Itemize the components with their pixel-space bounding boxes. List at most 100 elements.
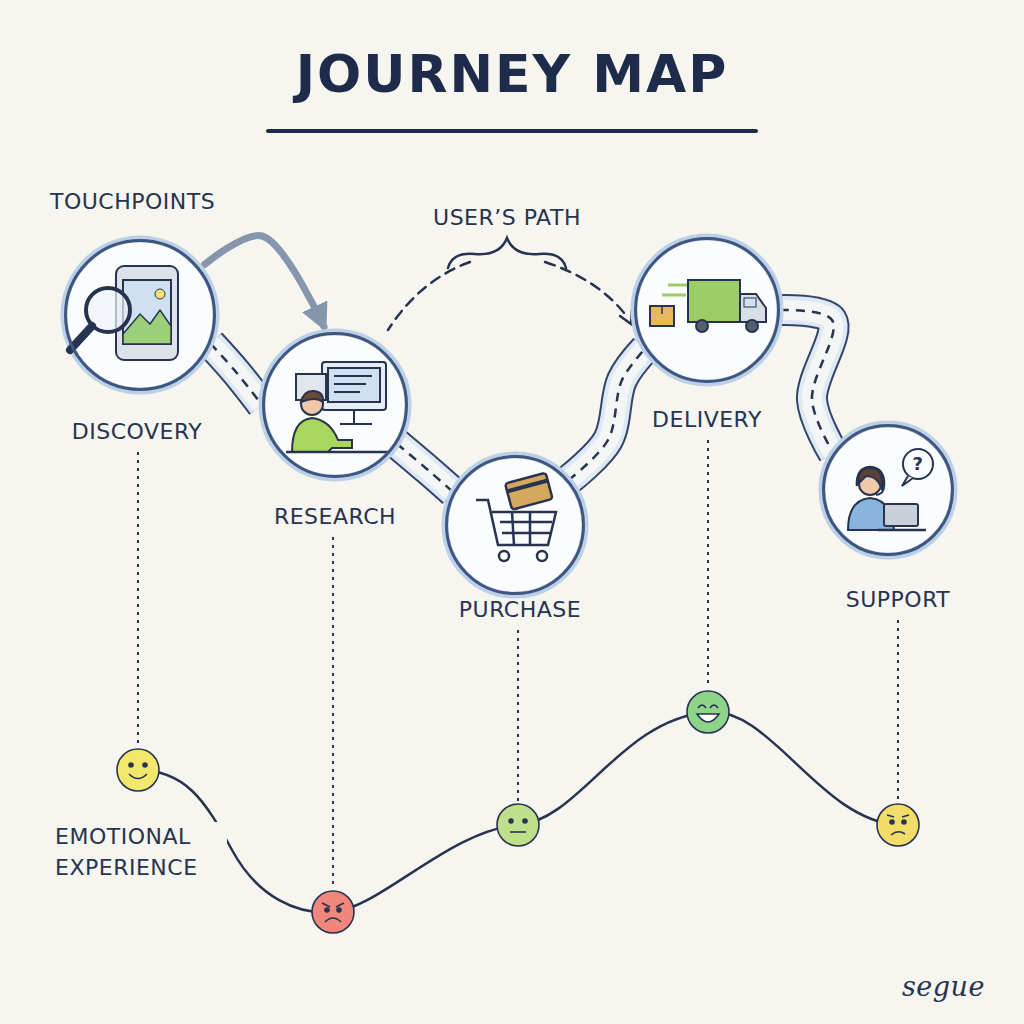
emotion-faces-part-part (890, 820, 894, 824)
path-bracket-part (545, 262, 628, 318)
computer-user-icon-part (334, 383, 366, 385)
user-path-road (569, 349, 645, 480)
truck-icon-part (688, 280, 740, 322)
cart-card-icon-part (529, 512, 532, 545)
circle-border (636, 239, 779, 382)
computer-user-icon-part (286, 451, 390, 454)
circle-outline (262, 332, 408, 478)
circle-outline (634, 237, 780, 383)
support-agent-icon-part (884, 504, 918, 526)
question-mark: ? (913, 455, 924, 473)
circle-border (447, 457, 584, 594)
road-shade (780, 310, 834, 453)
emotion-faces-part (497, 804, 539, 846)
road-edge (569, 349, 645, 480)
title-underline-part (268, 129, 756, 133)
touchpoint-discs-part (64, 239, 216, 391)
cart-card-icon-part (512, 512, 514, 545)
road-shade (569, 349, 645, 480)
emotion-faces-part-part (117, 749, 159, 791)
flow-arrow (205, 236, 324, 327)
user-path-road (780, 310, 834, 453)
road-shade (397, 444, 453, 492)
touchpoint-discs (64, 237, 954, 595)
title-underline (268, 131, 756, 132)
section-label: EMOTIONAL EXPERIENCE (55, 822, 227, 884)
touchpoint-circle: PURCHASE (445, 455, 585, 595)
road-edge (397, 444, 453, 492)
leader-lines-part (707, 440, 709, 688)
truck-icon-part (740, 294, 766, 322)
stage-label: RESEARCH (274, 504, 396, 530)
emotion-faces-part-part (891, 832, 905, 835)
road-shade (210, 343, 262, 405)
circle-outline (822, 424, 954, 556)
touchpoint-discs-part (822, 424, 954, 556)
stage-label: DISCOVERY (72, 419, 202, 445)
road-edge (780, 310, 834, 453)
phone-search-icon-part (155, 289, 165, 299)
emotion-faces-part-part (325, 918, 341, 922)
cart-card-icon-part-part (507, 481, 548, 492)
emotion-faces-part-part (129, 763, 133, 767)
emotion-faces-part-part (312, 891, 354, 933)
road-surface (397, 444, 453, 492)
emotion-faces-part-part (325, 908, 329, 912)
phone-search-icon (70, 266, 178, 360)
emotion-faces-part-part (698, 705, 718, 708)
computer-user-icon (286, 362, 390, 452)
circle-outline (445, 455, 585, 595)
user-path-road (397, 444, 453, 492)
leader-lines-part (137, 452, 139, 745)
truck-icon-part (650, 306, 674, 326)
leader-lines-part (332, 537, 334, 888)
road-centre-line (397, 444, 453, 492)
cart-card-icon-part (505, 473, 553, 510)
emotion-faces-part-part (337, 908, 341, 912)
computer-user-icon-part (340, 423, 372, 425)
leader-lines-part (897, 620, 899, 801)
road-surface (210, 343, 262, 405)
emotion-faces-part-part (497, 804, 539, 846)
touchpoint-discs-part (262, 332, 408, 478)
leader-lines-part (517, 630, 519, 801)
computer-user-icon-part (301, 391, 323, 402)
emotion-faces-part (687, 691, 729, 733)
computer-user-icon-part (334, 375, 372, 377)
emotion-faces-part-part (322, 903, 344, 907)
emotion-faces-part-part (129, 774, 147, 779)
emotion-faces-part (877, 804, 919, 846)
support-agent-icon-part (878, 529, 926, 532)
emotion-faces-part-part (902, 820, 906, 824)
support-agent-icon-part (902, 476, 913, 486)
stage-label: DELIVERY (652, 407, 762, 433)
support-agent-icon-part (876, 486, 884, 495)
emotion-faces-part-part (687, 691, 729, 733)
circle-outline (64, 239, 216, 391)
cart-card-icon-part (500, 521, 552, 524)
cart-card-icon-part (537, 551, 547, 561)
emotion-faces-part-part (887, 815, 909, 817)
truck-icon (650, 280, 766, 332)
computer-user-icon-part (322, 362, 386, 410)
computer-user-icon-part (353, 410, 355, 424)
emotion-curve-part (138, 712, 898, 913)
cart-card-icon-part-part (505, 473, 553, 510)
touchpoint-circle: RESEARCH (262, 332, 408, 478)
path-bracket-part (388, 262, 470, 330)
touchpoint-circle: DISCOVERY (64, 239, 216, 391)
road-surface (569, 349, 645, 480)
truck-icon-part (744, 298, 756, 307)
emotion-faces-part (117, 749, 159, 791)
circle-border (264, 334, 407, 477)
computer-user-icon-part (328, 368, 380, 402)
truck-icon-part (746, 320, 758, 332)
emotion-faces-part-part (143, 763, 147, 767)
emotion-faces-part-part (523, 819, 527, 823)
road-centre-line (569, 349, 645, 480)
watermark: segue (902, 968, 985, 1006)
emotion-curve (138, 712, 898, 913)
cart-card-icon (476, 473, 556, 561)
